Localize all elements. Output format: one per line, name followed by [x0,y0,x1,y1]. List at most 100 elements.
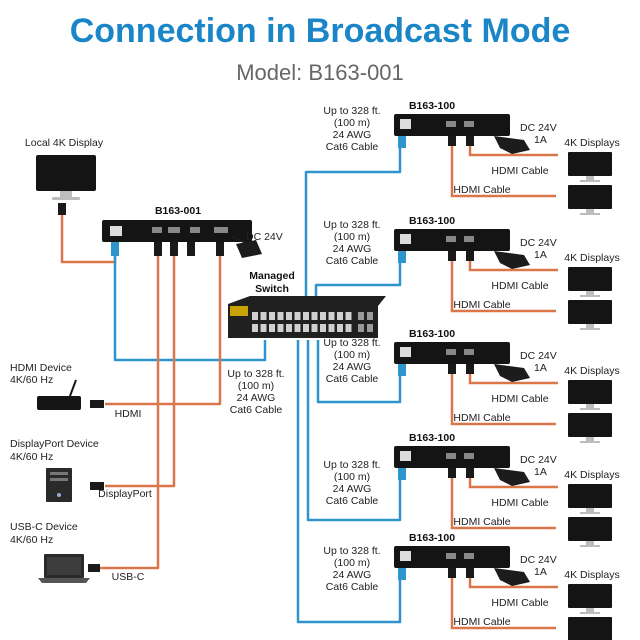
displayport-cable-label: DisplayPort [98,488,152,500]
receiver-hdmi-port [464,349,474,355]
switch-to-rx4-cat6 [306,340,402,522]
monitor-icon [568,517,612,547]
switch-port [260,324,267,332]
receiver-cable-label-line: 24 AWG [333,569,372,581]
cables [60,130,402,624]
receiver-cable-label-line: (100 m) [334,117,370,129]
switch-to-rx5-cat6 [296,340,402,624]
transmitter-unit: B163-001 DC 24V [102,205,283,258]
monitor-icon [568,617,612,640]
receiver-cable-label-line: 24 AWG [333,243,372,255]
laptop-icon [38,554,90,583]
monitor-icon [568,267,612,297]
receiver-cable-label-line: Cat6 Cable [326,581,379,593]
rx-hdmi-cable [450,138,556,198]
receiver-cable-label-line: Cat6 Cable [326,373,379,385]
receiver-hdmi-label: HDMI Cable [453,616,510,628]
switch-port [294,312,301,320]
receiver-cable-label-line: (100 m) [334,231,370,243]
receiver-power-line1: DC 24V [520,122,557,134]
receiver-hdmi-label: HDMI Cable [491,280,548,292]
receiver-power-adapter-icon [494,568,530,586]
receiver-cat6-plug [398,468,406,480]
dp-source-label-line2: 4K/60 Hz [10,451,53,463]
receiver-cat6-plug [398,364,406,376]
switch-port [337,324,343,332]
switch-port [345,312,352,320]
managed-switch: Managed Switch [228,270,386,338]
receiver-power-line1: DC 24V [520,350,557,362]
receiver-rj45-port [400,119,411,129]
diagram-title: Connection in Broadcast Mode [70,12,571,50]
switch-port [252,312,258,320]
monitor-icon [568,413,612,443]
receiver-displays-label: 4K Displays [564,365,619,377]
receiver-displays-label: 4K Displays [564,469,619,481]
receiver-power-line2: 1A [534,249,547,261]
receiver-model: B163-100 [409,215,455,227]
receiver-hdmi-port [464,236,474,242]
receiver-hdmi-plug [448,568,456,578]
switch-port [269,324,275,332]
switch-cable-label-line2: (100 m) [238,380,274,392]
usbc-source-label-line1: USB-C Device [10,521,78,533]
receiver-power-adapter-icon [494,468,530,486]
monitor-icon [568,152,612,182]
receiver-rj45-port [400,551,411,561]
switch-sfp-port [367,312,373,320]
receiver-cat6-plug [398,136,406,148]
receiver-cat6-plug [398,251,406,263]
switch-label-line2: Switch [255,283,289,295]
switch-port [260,312,267,320]
hdmi-source-label-line2: 4K/60 Hz [10,374,53,386]
receiver-hdmi-label: HDMI Cable [491,497,548,509]
receiver-cable-label-line: Up to 328 ft. [323,459,380,471]
switch-port [303,312,309,320]
receiver-power-line2: 1A [534,566,547,578]
displayport-source-cable [105,255,176,488]
monitor-icon [568,300,612,330]
receiver-cable-label-line: (100 m) [334,557,370,569]
monitor-icon [568,484,612,514]
receiver-hdmi-port [446,121,456,127]
receiver-displays-label: 4K Displays [564,137,619,149]
local-4k-display: Local 4K Display [25,137,104,215]
receiver-rj45-port [400,347,411,357]
switch-to-rx3-cat6 [316,340,402,404]
switch-cable-label-line1: Up to 328 ft. [227,368,284,380]
rx-hdmi-cable [450,366,556,426]
transmitter-power-adapter-icon [236,240,262,258]
switch-port [269,312,275,320]
receiver-power-adapter-icon [494,136,530,154]
usbc-source-device: USB-C Device 4K/60 Hz USB-C [10,521,145,583]
receiver-model: B163-100 [409,532,455,544]
receiver-hdmi-port [464,453,474,459]
receiver-model: B163-100 [409,328,455,340]
switch-port [320,324,326,332]
receiver-hdmi-label: HDMI Cable [453,412,510,424]
switch-sfp-port [358,312,364,320]
receiver-cable-label-line: Cat6 Cable [326,141,379,153]
switch-port [311,324,318,332]
diagram-subtitle: Model: B163-001 [236,60,404,85]
receiver-rj45-port [400,234,411,244]
receiver-hdmi-port [446,553,456,559]
switch-port [337,312,343,320]
receiver-hdmi-label: HDMI Cable [491,393,548,405]
receiver-hdmi-label: HDMI Cable [453,516,510,528]
receiver-hdmi-plug [466,568,474,578]
usbc-source-cable [100,255,160,570]
hdmi-source-label-line1: HDMI Device [10,362,72,374]
receiver-hdmi-label: HDMI Cable [491,165,548,177]
tx-to-switch-cat6-cable [113,255,267,362]
receiver-displays-label: 4K Displays [564,252,619,264]
switch-sfp-port [367,324,373,332]
switch-port [303,324,309,332]
receiver-cable-label-line: (100 m) [334,349,370,361]
receiver-hdmi-port [464,121,474,127]
rx-hdmi-cable [450,470,556,530]
